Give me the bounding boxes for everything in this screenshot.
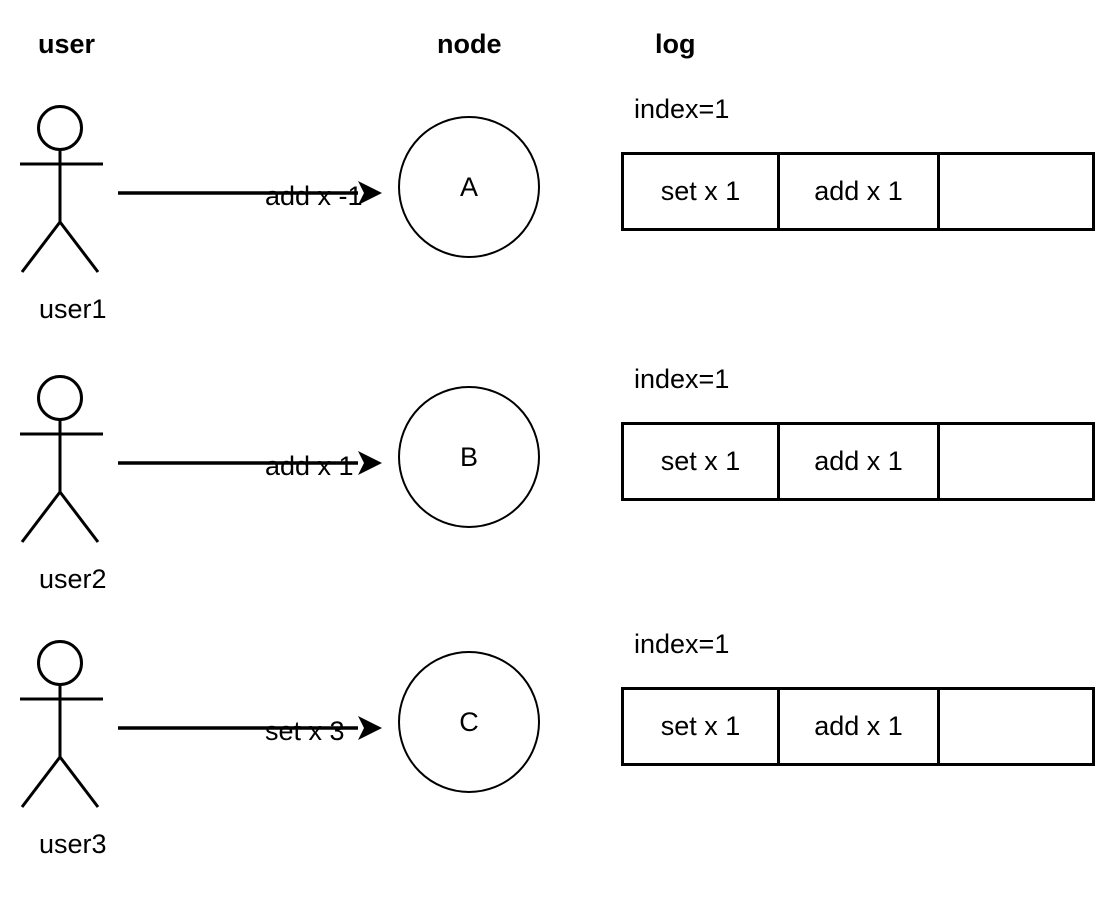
log-cell: add x 1 [780,425,940,498]
log-cell-empty [940,155,1092,228]
diagram-row: user3 set x 3 C index=1 set x 1 add x 1 [0,630,1118,885]
diagram-row: user1 add x -1 A index=1 set x 1 add x 1 [0,95,1118,350]
message-arrow: add x 1 [110,430,400,480]
diagram-row: user2 add x 1 B index=1 set x 1 add x 1 [0,365,1118,620]
node-circle: B [398,386,540,528]
log-cell: set x 1 [624,690,780,763]
log-index-label: index=1 [634,364,730,394]
actor-label: user3 [39,829,107,859]
arrow-right-icon [118,181,382,205]
log-cell-text: add x 1 [814,446,903,476]
actor-label: user1 [39,294,107,324]
log-cell-text: add x 1 [814,176,903,206]
log-table: set x 1 add x 1 [621,422,1095,501]
column-header-log: log [655,29,696,59]
node-label: B [459,441,478,472]
log-table: set x 1 add x 1 [621,152,1095,231]
stick-figure-icon [20,375,103,543]
log-cell-empty [940,690,1092,763]
log-cell-text: set x 1 [660,711,741,741]
node-circle: C [398,651,540,793]
log-cell-empty [940,425,1092,498]
log-cell: set x 1 [624,155,780,228]
log-cell: add x 1 [780,690,940,763]
log-cell: set x 1 [624,425,780,498]
stick-figure-icon [20,640,103,808]
message-label: add x 1 [265,451,354,481]
actor-stick-figure: user2 [0,370,170,600]
message-arrow: set x 3 [110,695,400,745]
log-index-label: index=1 [634,94,730,124]
message-label: set x 3 [265,716,345,746]
log-cell-text: set x 1 [660,446,741,476]
log-table: set x 1 add x 1 [621,687,1095,766]
node-label: A [459,171,478,202]
message-arrow: add x -1 [110,160,400,210]
node-circle: A [398,116,540,258]
log-cell: add x 1 [780,155,940,228]
column-header-user: user [38,29,96,59]
arrow-right-icon [118,716,382,740]
node-label: C [459,706,479,737]
log-index-label: index=1 [634,629,730,659]
message-label: add x -1 [265,181,363,211]
arrow-right-icon [118,451,382,475]
log-cell-text: add x 1 [814,711,903,741]
actor-stick-figure: user1 [0,100,170,330]
actor-label: user2 [39,564,107,594]
log-cell-text: set x 1 [660,176,741,206]
stick-figure-icon [20,105,103,273]
column-header-node: node [437,29,502,59]
actor-stick-figure: user3 [0,635,170,865]
